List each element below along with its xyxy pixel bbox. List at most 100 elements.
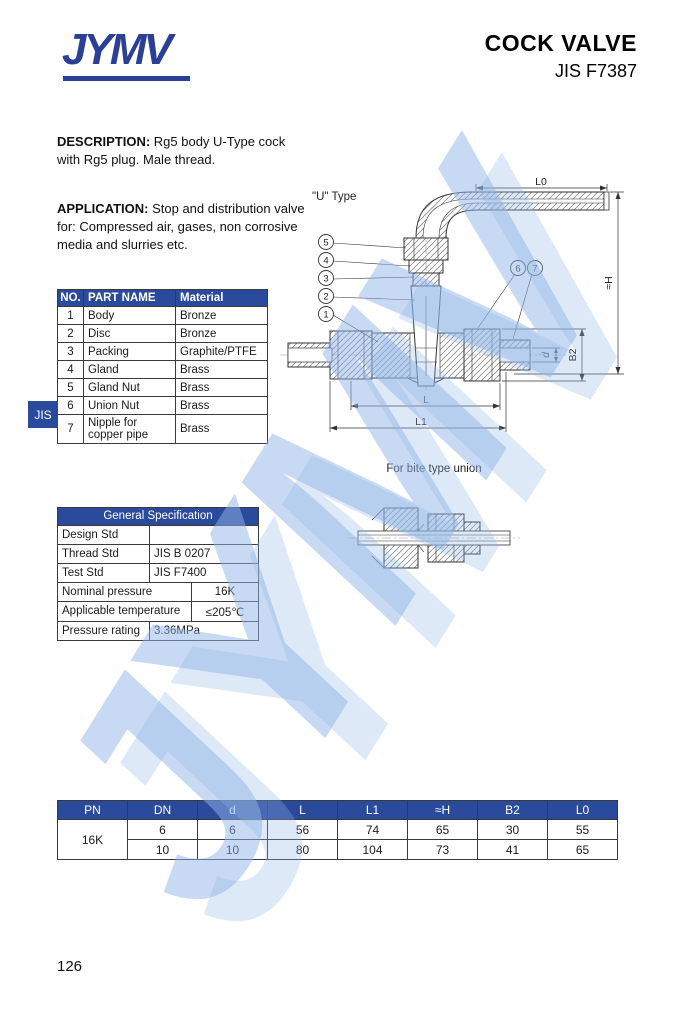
dim-label-b2: B2 xyxy=(567,348,579,361)
table-cell: Gland Nut xyxy=(83,378,176,397)
table-row: 6 Union Nut Brass xyxy=(57,396,268,415)
description-text: Rg5 body U-Type cock with Rg5 plug. Male… xyxy=(57,134,286,168)
table-cell: 65 xyxy=(547,839,618,860)
title-block: COCK VALVE JIS F7387 xyxy=(485,30,637,82)
logo-underline xyxy=(63,76,190,81)
spec-value xyxy=(150,526,258,544)
table-cell: 6 xyxy=(127,819,198,840)
spec-row: Thread Std JIS B 0207 xyxy=(58,544,258,563)
callout-4: 4 xyxy=(323,256,328,267)
table-cell: 10 xyxy=(127,839,198,860)
application-label: APPLICATION: xyxy=(57,201,149,216)
table-cell: Disc xyxy=(83,324,176,343)
col-header-b2: B2 xyxy=(477,800,548,820)
table-cell: Graphite/PTFE xyxy=(175,342,268,361)
dimensions-table: PN DN d L L1 ≈H B2 L0 16K 6 6 56 74 65 3… xyxy=(57,800,618,860)
table-cell: 2 xyxy=(57,324,84,343)
spec-value: JIS F7400 xyxy=(154,566,207,579)
col-header-d: d xyxy=(197,800,268,820)
dimension-labels: L0 ≈H B2 d L L1 xyxy=(415,176,615,428)
general-specification-table: General Specification Design Std Thread … xyxy=(57,507,259,641)
callout-2: 2 xyxy=(323,292,328,303)
spec-row: Nominal pressure 16K xyxy=(58,582,258,601)
technical-drawing: L0 ≈H B2 d L L1 5 4 3 2 1 xyxy=(280,176,624,569)
col-header-l: L xyxy=(267,800,338,820)
spec-row: Pressure rating 3.36MPa xyxy=(58,621,258,640)
table-row: 16K 6 6 56 74 65 30 55 xyxy=(57,819,618,860)
bite-union-drawing xyxy=(348,507,520,569)
table-cell: 7 xyxy=(57,414,84,444)
page-subtitle: JIS F7387 xyxy=(554,61,637,81)
table-cell: 41 xyxy=(477,839,548,860)
spec-label: Test Std xyxy=(58,564,150,582)
spec-row: Applicable temperature ≤205℃ xyxy=(58,601,258,621)
page-number: 126 xyxy=(57,958,83,975)
table-cell: 80 xyxy=(267,839,338,860)
callout-6: 6 xyxy=(515,264,520,275)
spec-label: Design Std xyxy=(58,526,150,544)
table-row: 4 Gland Brass xyxy=(57,360,268,379)
callout-5: 5 xyxy=(323,238,328,249)
brand-logo: JYMV xyxy=(62,25,173,74)
table-cell: 30 xyxy=(477,819,548,840)
dim-label-l: L xyxy=(423,394,429,406)
col-header-l1: L1 xyxy=(337,800,408,820)
spec-row: Design Std xyxy=(58,525,258,544)
table-cell: 73 xyxy=(407,839,478,860)
dimension-arrowheads xyxy=(330,185,621,431)
table-cell: Gland xyxy=(83,360,176,379)
jis-side-tab: JIS xyxy=(28,401,58,428)
spec-row: Test Std JIS F7400 xyxy=(58,563,258,582)
table-cell: 104 xyxy=(337,839,408,860)
table-cell: 4 xyxy=(57,360,84,379)
col-header-material: Material xyxy=(175,289,268,307)
table-cell: 55 xyxy=(547,819,618,840)
table-cell-pn: 16K xyxy=(57,819,128,860)
u-type-label: "U" Type xyxy=(312,191,356,203)
dim-label-h: ≈H xyxy=(603,276,615,289)
spec-label: Applicable temperature xyxy=(58,602,192,621)
table-cell: Brass xyxy=(175,378,268,397)
callout-3: 3 xyxy=(323,274,328,285)
table-cell: 56 xyxy=(267,819,338,840)
parts-header-row: NO. PART NAME Material xyxy=(57,289,268,307)
spec-value: JIS B 0207 xyxy=(154,547,211,560)
table-cell: Union Nut xyxy=(83,396,176,415)
table-row: 7 Nipple for copper pipe Brass xyxy=(57,414,268,444)
table-cell: Bronze xyxy=(175,324,268,343)
spec-label: Pressure rating xyxy=(58,622,150,640)
valve-cross-section xyxy=(287,191,610,387)
table-cell: 65 xyxy=(407,819,478,840)
table-cell: 1 xyxy=(57,306,84,325)
spec-value: 16K xyxy=(214,585,236,598)
application-text: Stop and distribution valve for: Compres… xyxy=(57,201,305,253)
table-cell: Brass xyxy=(175,396,268,415)
table-row: 3 Packing Graphite/PTFE xyxy=(57,342,268,361)
table-cell: 74 xyxy=(337,819,408,840)
callout-1: 1 xyxy=(323,310,328,321)
application-paragraph: APPLICATION: Stop and distribution valve… xyxy=(57,200,319,255)
bite-union-label: For bite type union xyxy=(386,463,481,475)
col-header-no: NO. xyxy=(57,289,84,307)
table-cell: 6 xyxy=(57,396,84,415)
col-header-dn: DN xyxy=(127,800,198,820)
page-title: COCK VALVE xyxy=(484,30,637,56)
table-cell: Bronze xyxy=(175,306,268,325)
spec-label: Thread Std xyxy=(58,545,150,563)
table-row: 1 Body Bronze xyxy=(57,306,268,325)
table-cell: 6 xyxy=(197,819,268,840)
table-cell: 5 xyxy=(57,378,84,397)
spec-value: 3.36MPa xyxy=(154,624,201,637)
table-cell: 3 xyxy=(57,342,84,361)
table-cell: 10 xyxy=(197,839,268,860)
table-cell: Brass xyxy=(175,414,268,444)
parts-table: NO. PART NAME Material 1 Body Bronze 2 D… xyxy=(57,289,268,444)
spec-label: Nominal pressure xyxy=(58,583,192,601)
callout-7: 7 xyxy=(532,264,537,275)
col-header-part-name: PART NAME xyxy=(83,289,176,307)
table-cell: Packing xyxy=(83,342,176,361)
description-label: DESCRIPTION: xyxy=(57,134,151,149)
table-cell: Body xyxy=(83,306,176,325)
table-cell: Brass xyxy=(175,360,268,379)
dims-header-row: PN DN d L L1 ≈H B2 L0 xyxy=(57,800,618,820)
